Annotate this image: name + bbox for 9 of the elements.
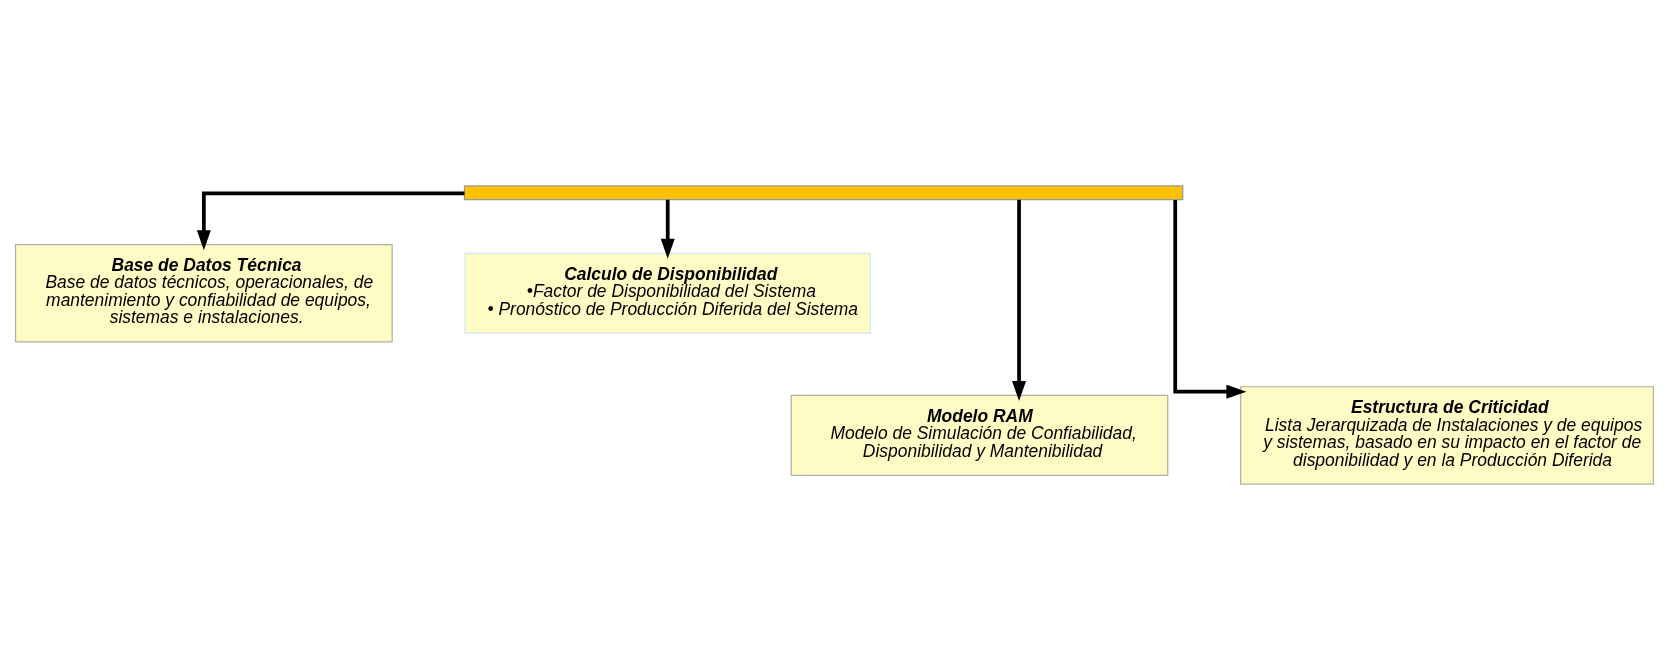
arrow (1011, 199, 1026, 401)
arrow (196, 191, 464, 251)
arrow (660, 199, 675, 259)
node-box: Calculo de Disponibilidad •Factor de Disponibilidad del Sistema • Pronóstico de Producción Diferida del Sistema (463, 252, 871, 334)
arrow (1172, 199, 1246, 399)
node-bar (463, 185, 1183, 201)
node-box: Estructura de Criticidad Lista Jerarquizada de Instalaciones y de equipos y sistemas, basado en su impacto en el factor de disponibilidad y en la Producción Diferida (1239, 386, 1654, 485)
node-box: Modelo RAM Modelo de Simulación de Confiabilidad, Disponibilidad y Mantenibilidad (790, 394, 1168, 476)
node-box: Base de Datos Técnica Base de datos técnicos, operacionales, de mantenimiento y confiabilidad de equipos, sistemas e instalaciones. (14, 243, 393, 343)
